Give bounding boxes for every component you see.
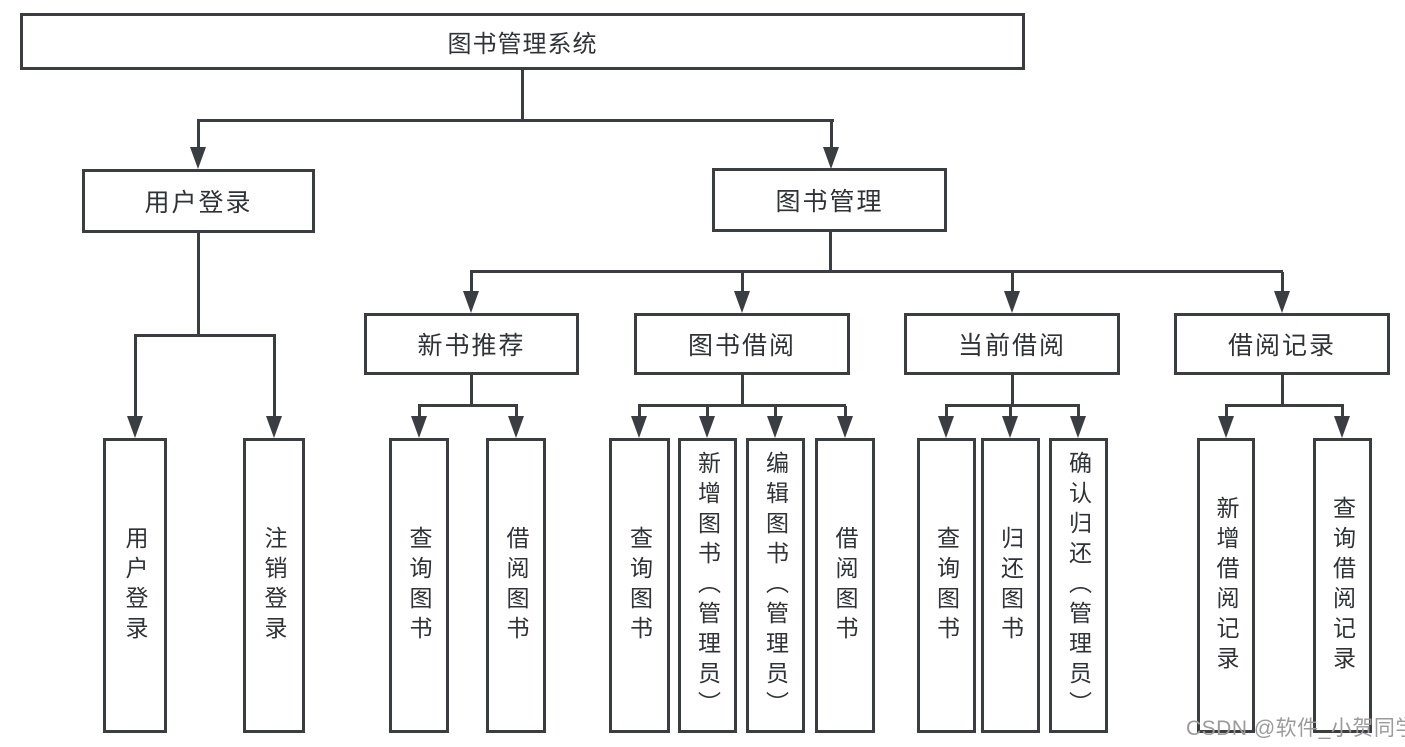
connector-line	[273, 336, 276, 416]
connector-line	[830, 121, 833, 149]
connector-line	[197, 119, 834, 122]
node-user-login: 用户登录	[82, 169, 315, 233]
connector-line	[418, 404, 518, 407]
node-root: 图书管理系统	[20, 13, 1025, 70]
connector-line	[774, 406, 777, 416]
leaf-logout-label: 注销登录	[261, 525, 287, 646]
arrow-down-icon	[1004, 291, 1020, 313]
arrow-down-icon	[127, 416, 143, 438]
leaf-borrow-books-2-label: 借阅图书	[832, 525, 858, 646]
node-book-borrow: 图书借阅	[634, 313, 850, 375]
leaf-query-books-1: 查询图书	[389, 438, 449, 733]
node-book-management: 图书管理	[712, 168, 947, 232]
leaf-borrow-books-1: 借阅图书	[486, 438, 546, 733]
leaf-add-books-admin: 新增图书（管理员）	[678, 438, 737, 733]
node-new-book-recommend-label: 新书推荐	[417, 332, 526, 360]
csdn-watermark: CSDN @软件_小贺同学	[1186, 717, 1405, 740]
leaf-user-login-label: 用户登录	[122, 525, 148, 646]
leaf-user-login: 用户登录	[103, 438, 167, 733]
connector-line	[1281, 375, 1284, 406]
arrow-down-icon	[699, 416, 715, 438]
connector-line	[741, 272, 744, 291]
connector-line	[1077, 406, 1080, 416]
arrow-down-icon	[1334, 416, 1350, 438]
connector-line	[515, 406, 518, 416]
arrow-down-icon	[631, 416, 647, 438]
arrow-down-icon	[1002, 416, 1018, 438]
connector-line	[829, 232, 832, 272]
leaf-query-borrow-record: 查询借阅记录	[1313, 438, 1372, 733]
leaf-query-borrow-record-label: 查询借阅记录	[1329, 495, 1356, 676]
arrow-down-icon	[734, 291, 750, 313]
node-new-book-recommend: 新书推荐	[364, 313, 579, 375]
connector-line	[741, 375, 744, 406]
connector-line	[470, 270, 1283, 273]
node-current-borrow-label: 当前借阅	[957, 332, 1066, 360]
connector-line	[1011, 272, 1014, 291]
connector-line	[418, 406, 421, 416]
arrow-down-icon	[823, 147, 839, 169]
node-root-label: 图书管理系统	[447, 31, 598, 58]
connector-line	[638, 404, 846, 407]
arrow-down-icon	[1274, 291, 1290, 313]
connector-line	[844, 406, 847, 416]
node-book-management-label: 图书管理	[775, 188, 884, 216]
leaf-confirm-return-admin: 确认归还（管理员）	[1049, 438, 1108, 733]
arrow-down-icon	[938, 416, 954, 438]
arrow-down-icon	[266, 416, 282, 438]
arrow-down-icon	[190, 147, 206, 169]
leaf-query-books-1-label: 查询图书	[406, 525, 432, 646]
connector-line	[197, 121, 200, 149]
node-book-borrow-label: 图书借阅	[687, 332, 796, 360]
arrow-down-icon	[463, 291, 479, 313]
leaf-add-borrow-record-label: 新增借阅记录	[1213, 495, 1239, 676]
leaf-logout: 注销登录	[243, 438, 305, 733]
connector-line	[134, 336, 137, 416]
leaf-borrow-books-1-label: 借阅图书	[503, 525, 529, 646]
connector-line	[470, 375, 473, 406]
arrow-down-icon	[767, 416, 783, 438]
connector-line	[638, 406, 641, 416]
node-borrow-records: 借阅记录	[1174, 313, 1390, 375]
leaf-confirm-return-admin-label: 确认归还（管理员）	[1065, 450, 1092, 721]
leaf-query-books-3: 查询图书	[917, 438, 976, 733]
arrow-down-icon	[411, 416, 427, 438]
connector-line	[706, 406, 709, 416]
leaf-edit-books-admin: 编辑图书（管理员）	[746, 438, 805, 733]
connector-line	[1225, 406, 1228, 416]
node-current-borrow: 当前借阅	[904, 313, 1120, 375]
connector-line	[1281, 272, 1284, 291]
connector-line	[945, 406, 948, 416]
leaf-query-books-2-label: 查询图书	[626, 525, 653, 646]
leaf-query-books-3-label: 查询图书	[933, 525, 960, 646]
leaf-borrow-books-2: 借阅图书	[815, 438, 875, 733]
leaf-edit-books-admin-label: 编辑图书（管理员）	[762, 450, 789, 721]
leaf-add-books-admin-label: 新增图书（管理员）	[694, 450, 721, 721]
arrow-down-icon	[837, 416, 853, 438]
connector-line	[134, 334, 276, 337]
connector-line	[470, 272, 473, 291]
connector-line	[197, 233, 200, 336]
arrow-down-icon	[508, 416, 524, 438]
connector-line	[521, 70, 524, 122]
connector-line	[1341, 406, 1344, 416]
connector-line	[1011, 375, 1014, 406]
leaf-return-books-label: 归还图书	[997, 525, 1024, 646]
leaf-return-books: 归还图书	[981, 438, 1040, 733]
node-borrow-records-label: 借阅记录	[1227, 332, 1336, 360]
connector-line	[1225, 404, 1344, 407]
leaf-query-books-2: 查询图书	[609, 438, 670, 733]
arrow-down-icon	[1218, 416, 1234, 438]
connector-line	[945, 404, 1080, 407]
node-user-login-label: 用户登录	[144, 189, 253, 217]
connector-line	[1009, 406, 1012, 416]
leaf-add-borrow-record: 新增借阅记录	[1197, 438, 1255, 733]
arrow-down-icon	[1070, 416, 1086, 438]
